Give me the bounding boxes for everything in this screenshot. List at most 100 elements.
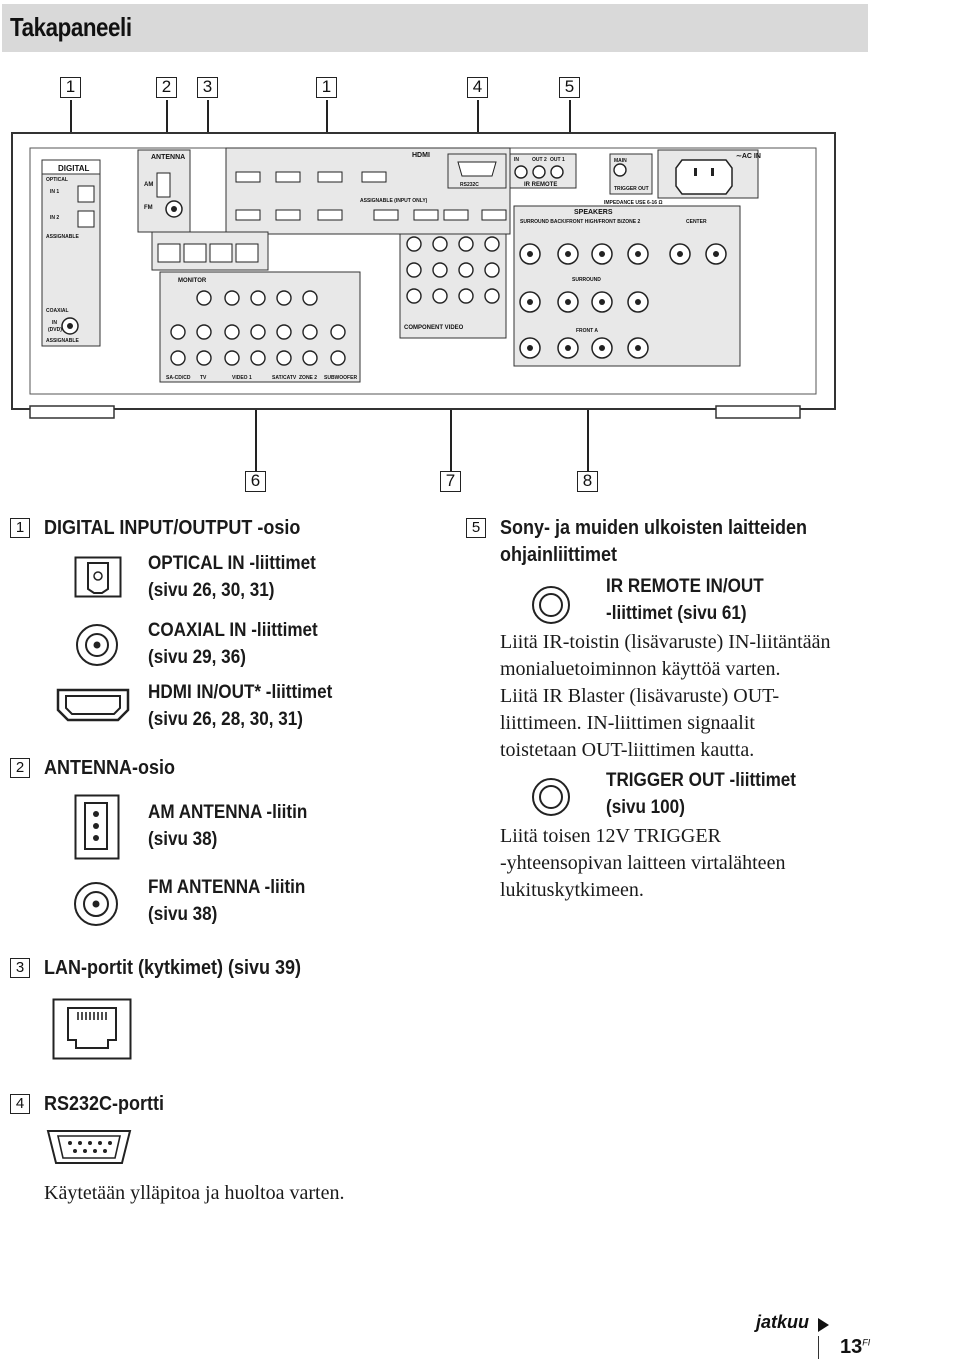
footer-divider	[818, 1336, 819, 1359]
svg-text:OUT 2: OUT 2	[532, 157, 547, 163]
svg-text:IMPEDANCE USE 6-16 Ω: IMPEDANCE USE 6-16 Ω	[604, 200, 662, 206]
ir-remote-desc-line: liittimeen. IN-liittimen signaalit	[500, 712, 755, 734]
leader-line	[477, 100, 479, 158]
callout-6: 6	[245, 471, 266, 492]
svg-text:(DVD): (DVD)	[48, 327, 62, 333]
svg-text:SURROUND BACK/FRONT HIGH/FRONT: SURROUND BACK/FRONT HIGH/FRONT B/ZONE 2	[520, 219, 640, 225]
trigger-desc-line: -yhteensopivan laitteen virtalähteen	[500, 852, 786, 874]
svg-text:ANTENNA: ANTENNA	[151, 154, 185, 161]
callout-2: 2	[156, 77, 177, 98]
svg-text:IN 2: IN 2	[50, 215, 59, 221]
callout-8: 8	[577, 471, 598, 492]
trigger-out-label: TRIGGER OUT -liittimet	[606, 770, 796, 791]
fm-antenna-pages: (sivu 38)	[148, 904, 218, 925]
am-antenna-pages: (sivu 38)	[148, 829, 218, 850]
svg-text:RS232C: RS232C	[460, 182, 479, 188]
trigger-out-jack-icon	[532, 778, 570, 816]
leader-line	[166, 100, 168, 152]
svg-text:OPTICAL: OPTICAL	[46, 177, 68, 183]
section-1-title: DIGITAL INPUT/OUTPUT -osio	[44, 517, 301, 539]
leader-line	[569, 100, 571, 158]
hdmi-port-icon	[56, 688, 130, 722]
svg-text:ZONE 2: ZONE 2	[299, 375, 317, 381]
svg-text:VIDEO 1: VIDEO 1	[232, 375, 252, 381]
svg-text:ASSIGNABLE (INPUT ONLY): ASSIGNABLE (INPUT ONLY)	[360, 198, 428, 204]
leader-line	[255, 385, 257, 471]
section-3-number: 3	[10, 958, 30, 978]
svg-text:TV: TV	[200, 375, 207, 381]
optical-pages: (sivu 26, 30, 31)	[148, 580, 275, 601]
callout-3: 3	[197, 77, 218, 98]
svg-text:SUBWOOFER: SUBWOOFER	[324, 375, 357, 381]
section-2-title: ANTENNA-osio	[44, 757, 175, 779]
back-panel-illustration: DIGITAL OPTICAL IN 1 IN 2 ASSIGNABLE COA…	[11, 132, 836, 419]
ir-remote-desc-line: toistetaan OUT-liittimen kautta.	[500, 739, 755, 761]
hdmi-label: HDMI IN/OUT* -liittimet	[148, 682, 333, 703]
svg-text:TRIGGER OUT: TRIGGER OUT	[614, 186, 649, 192]
svg-text:IN: IN	[514, 157, 519, 163]
fm-antenna-icon	[74, 882, 118, 926]
page-number: 13FI	[840, 1336, 871, 1358]
ir-remote-label: IR REMOTE IN/OUT	[606, 576, 764, 597]
trigger-desc-line: Liitä toisen 12V TRIGGER	[500, 825, 721, 847]
callout-4: 4	[467, 77, 488, 98]
svg-text:FRONT A: FRONT A	[576, 328, 598, 334]
page-title: Takapaneeli	[10, 12, 132, 42]
svg-text:IN 1: IN 1	[50, 189, 59, 195]
svg-text:MAIN: MAIN	[614, 158, 627, 164]
svg-text:MONITOR: MONITOR	[178, 278, 207, 284]
svg-text:ASSIGNABLE: ASSIGNABLE	[46, 234, 79, 240]
svg-text:SPEAKERS: SPEAKERS	[574, 209, 613, 216]
callout-5: 5	[559, 77, 580, 98]
svg-text:COMPONENT VIDEO: COMPONENT VIDEO	[404, 325, 464, 331]
svg-text:SAT/CATV: SAT/CATV	[272, 375, 297, 381]
svg-text:ASSIGNABLE: ASSIGNABLE	[46, 338, 79, 344]
svg-text:AM: AM	[144, 182, 153, 188]
panel-text: DIGITAL	[58, 164, 90, 173]
section-5-title-line1: Sony- ja muiden ulkoisten laitteiden	[500, 517, 808, 539]
section-3-title: LAN-portit (kytkimet) (sivu 39)	[44, 957, 302, 979]
svg-text:COAXIAL: COAXIAL	[46, 308, 69, 314]
svg-text:SURROUND: SURROUND	[572, 277, 601, 283]
coaxial-pages: (sivu 29, 36)	[148, 647, 246, 668]
svg-text:∼AC IN: ∼AC IN	[736, 153, 761, 160]
svg-text:OUT 1: OUT 1	[550, 157, 565, 163]
lan-port-icon	[52, 998, 132, 1060]
leader-line	[70, 100, 72, 160]
header-bar: Takapaneeli	[2, 4, 868, 52]
fm-antenna-label: FM ANTENNA -liitin	[148, 877, 306, 898]
ir-remote-desc-line: Liitä IR Blaster (lisävaruste) OUT-	[500, 685, 780, 707]
coaxial-port-icon	[76, 624, 118, 666]
section-5-number: 5	[466, 518, 486, 538]
svg-text:HDMI: HDMI	[412, 152, 430, 159]
rs232c-description: Käytetään ylläpitoa ja huoltoa varten.	[44, 1182, 345, 1204]
svg-text:FM: FM	[144, 205, 153, 211]
ir-remote-desc-line: Liitä IR-toistin (lisävaruste) IN-liitän…	[500, 631, 831, 653]
leader-line	[587, 355, 589, 471]
callout-1b: 1	[316, 77, 337, 98]
optical-label: OPTICAL IN -liittimet	[148, 553, 316, 574]
callout-7: 7	[440, 471, 461, 492]
optical-port-icon	[74, 556, 122, 598]
ir-remote-desc-line: monialuetoiminnon käyttöä varten.	[500, 658, 781, 680]
svg-text:IN: IN	[52, 320, 57, 326]
page-language: FI	[862, 1337, 871, 1348]
rs232c-port-icon	[46, 1130, 132, 1164]
trigger-out-pages: (sivu 100)	[606, 797, 685, 818]
ir-remote-pages: -liittimet (sivu 61)	[606, 603, 747, 624]
am-antenna-label: AM ANTENNA -liitin	[148, 802, 308, 823]
svg-text:IR REMOTE: IR REMOTE	[524, 182, 557, 188]
svg-text:CENTER: CENTER	[686, 219, 707, 225]
continued-label: jatkuu	[756, 1312, 810, 1332]
callout-1: 1	[60, 77, 81, 98]
section-5-title-line2: ohjainliittimet	[500, 544, 617, 566]
am-antenna-icon	[74, 794, 120, 860]
leader-line	[326, 100, 328, 152]
hdmi-pages: (sivu 26, 28, 30, 31)	[148, 709, 303, 730]
section-1-number: 1	[10, 518, 30, 538]
section-2-number: 2	[10, 758, 30, 778]
ir-remote-jack-icon	[532, 586, 570, 624]
continued-arrow-icon	[818, 1318, 829, 1332]
coaxial-label: COAXIAL IN -liittimet	[148, 620, 318, 641]
section-4-title: RS232C-portti	[44, 1093, 165, 1115]
